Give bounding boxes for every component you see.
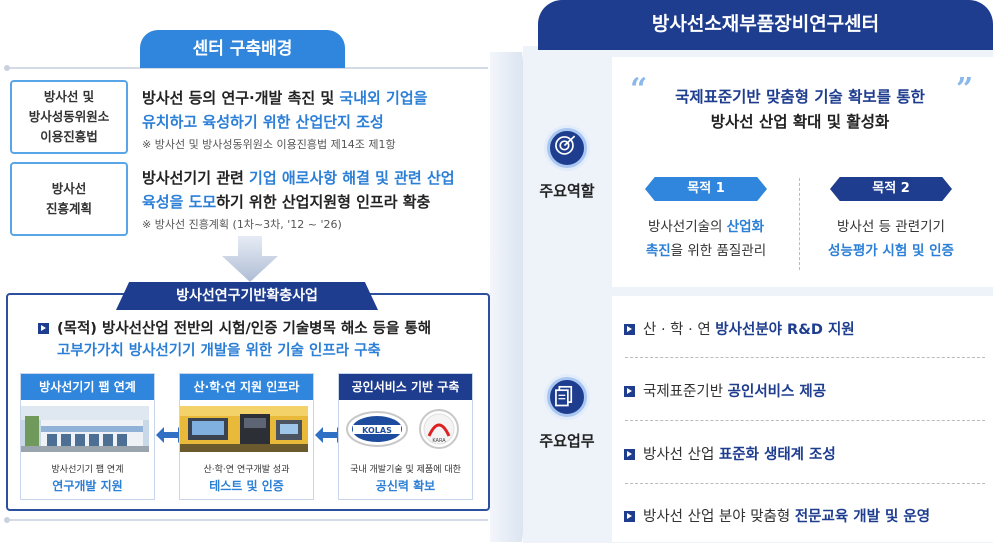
task-divider — [625, 483, 985, 484]
task-item: 산 · 학 · 연 방사선분야 R&D 지원 — [624, 318, 855, 339]
mission-statement: 국제표준기반 맞춤형 기술 확보를 통한 방사선 산업 확대 및 활성화 — [675, 88, 925, 131]
divider-dot — [4, 517, 10, 523]
project-goal: 고부가가치 방사선기기 개발을 위한 기술 인프라 구축 — [57, 343, 381, 359]
project-title: 방사선연구기반확충사업 — [116, 282, 378, 310]
infra-card: 산·학·연 지원 인프라 산·학·연 연구개발 성과 테스트 및 인증 — [179, 373, 314, 500]
top-divider — [10, 67, 488, 69]
bullet-arrow-icon — [624, 449, 635, 460]
plan-note: ※ 방사선 진흥계획 (1차~3차, '12 ~ '26) — [142, 218, 342, 231]
task-divider — [625, 357, 985, 358]
card-header: 산·학·연 지원 인프라 — [180, 374, 313, 400]
service-card: 공인서비스 기반 구축 KOLAS KARA 국내 개발기술 및 제품에 대한 … — [338, 373, 473, 500]
document-icon — [547, 377, 587, 417]
open-quote-icon: “ — [630, 72, 648, 107]
law-label-box: 방사선 및 방사성동위원소 이용진흥법 — [10, 80, 128, 154]
task-divider — [625, 420, 985, 421]
svg-text:KOLAS: KOLAS — [362, 426, 392, 435]
bullet-arrow-icon — [38, 323, 49, 334]
roles-label: 주요역할 — [539, 182, 595, 200]
project-purpose: (목적) 방사선산업 전반의 시험/인증 기술병목 해소 등을 통해 — [38, 318, 431, 340]
down-arrow-icon — [222, 236, 278, 282]
left-section-title: 센터 구축배경 — [140, 30, 345, 68]
close-quote-icon: ” — [956, 72, 974, 107]
double-arrow-icon — [156, 427, 186, 443]
tasks-area — [612, 296, 993, 542]
law-note: ※ 방사선 및 방사성동위원소 이용진흥법 제14조 제1항 — [142, 138, 396, 151]
certification-logos-icon: KOLAS KARA — [346, 409, 459, 449]
tasks-label: 주요업무 — [539, 432, 595, 450]
target-icon — [547, 128, 587, 168]
objective-divider — [799, 178, 800, 270]
roles-area — [612, 57, 993, 287]
divider-dot — [4, 65, 10, 71]
objective-1-tab: 목적 1 — [645, 177, 767, 201]
card-header: 방사선기기 팹 연계 — [21, 374, 154, 400]
plan-description: 방사선기기 관련 기업 애로사항 해결 및 관련 산업 육성을 도모하기 위한 … — [142, 169, 455, 211]
bullet-arrow-icon — [624, 386, 635, 397]
objective-1-text: 방사선기술의 산업화 촉진을 위한 품질관리 — [645, 219, 767, 259]
center-title: 방사선소재부품장비연구센터 — [538, 0, 993, 50]
plan-label-box: 방사선 진흥계획 — [10, 162, 128, 236]
task-item: 방사선 산업 분야 맞춤형 전문교육 개발 및 운영 — [624, 505, 930, 526]
bullet-arrow-icon — [624, 511, 635, 522]
double-arrow-icon — [315, 427, 345, 443]
card-header: 공인서비스 기반 구축 — [339, 374, 472, 400]
bottom-divider — [10, 519, 488, 521]
objective-2-text: 방사선 등 관련기기 성능평가 시험 및 인증 — [828, 219, 954, 259]
fab-card: 방사선기기 팹 연계 방사선기기 팹 연계 연구개발 지원 — [20, 373, 155, 500]
objective-2-tab: 목적 2 — [830, 177, 952, 201]
bullet-arrow-icon — [624, 324, 635, 335]
building-photo-icon — [21, 406, 149, 452]
task-item: 국제표준기반 공인서비스 제공 — [624, 380, 826, 401]
law-description: 방사선 등의 연구·개발 촉진 및 국내외 기업을 유치하고 육성하기 위한 산… — [142, 89, 428, 131]
lab-photo-icon — [180, 406, 308, 452]
task-item: 방사선 산업 표준화 생태계 조성 — [624, 443, 836, 464]
svg-text:KARA: KARA — [432, 438, 446, 444]
